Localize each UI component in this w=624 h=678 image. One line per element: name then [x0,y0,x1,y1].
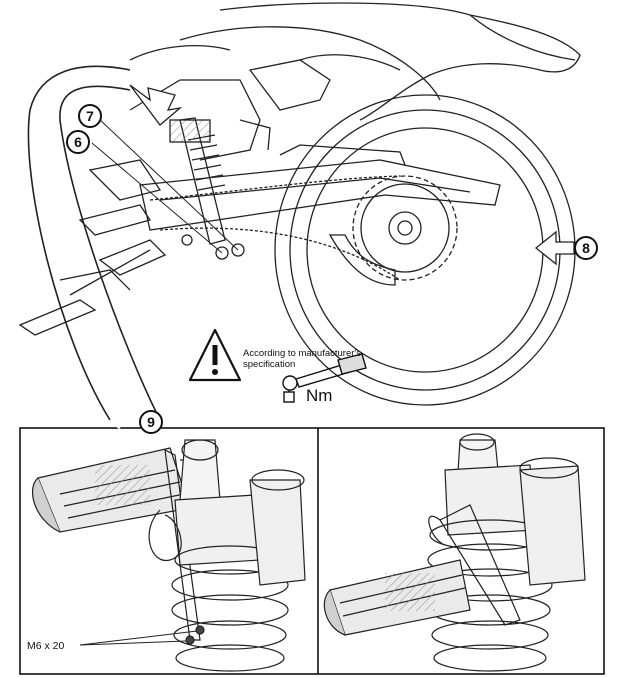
callout-7: 7 [78,104,102,128]
warning-text: According to manufacturer's specificatio… [243,348,361,370]
right-panel-shock-drawing [323,433,586,672]
callout-8: 8 [574,236,598,260]
left-panel-shock-drawing [31,439,306,672]
callout-6: 6 [66,130,90,154]
fastener-label: M6 x 20 [27,640,65,652]
torque-unit-label: Nm [306,386,333,405]
motorcycle-rear-drawing [18,2,581,421]
detail-panels [19,418,605,675]
torque-wrench-icon [282,353,367,403]
callout-9: 9 [139,410,163,434]
warning-triangle-icon [188,328,242,382]
